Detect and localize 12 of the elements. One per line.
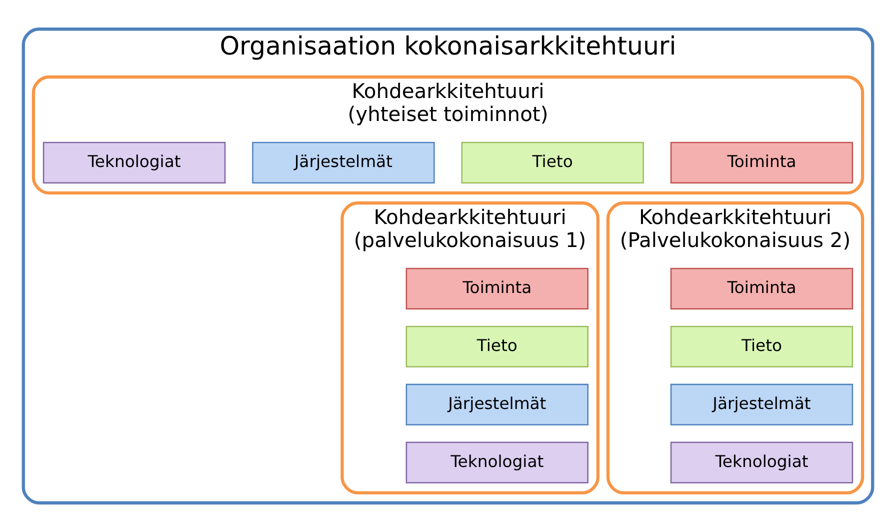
node-box: Järjestelmät bbox=[670, 383, 854, 425]
node-box: Teknologiat bbox=[670, 441, 854, 483]
node-box: Toiminta bbox=[670, 141, 854, 183]
node-box: Teknologiat bbox=[42, 141, 226, 183]
node-box: Tieto bbox=[461, 141, 644, 183]
node-box: Tieto bbox=[406, 325, 588, 367]
node-box: Toiminta bbox=[406, 267, 588, 309]
node-box: Teknologiat bbox=[406, 441, 588, 483]
node-box: Toiminta bbox=[670, 267, 854, 309]
node-box: Järjestelmät bbox=[406, 383, 588, 425]
node-box: Järjestelmät bbox=[252, 141, 435, 183]
node-box: Tieto bbox=[670, 325, 854, 367]
